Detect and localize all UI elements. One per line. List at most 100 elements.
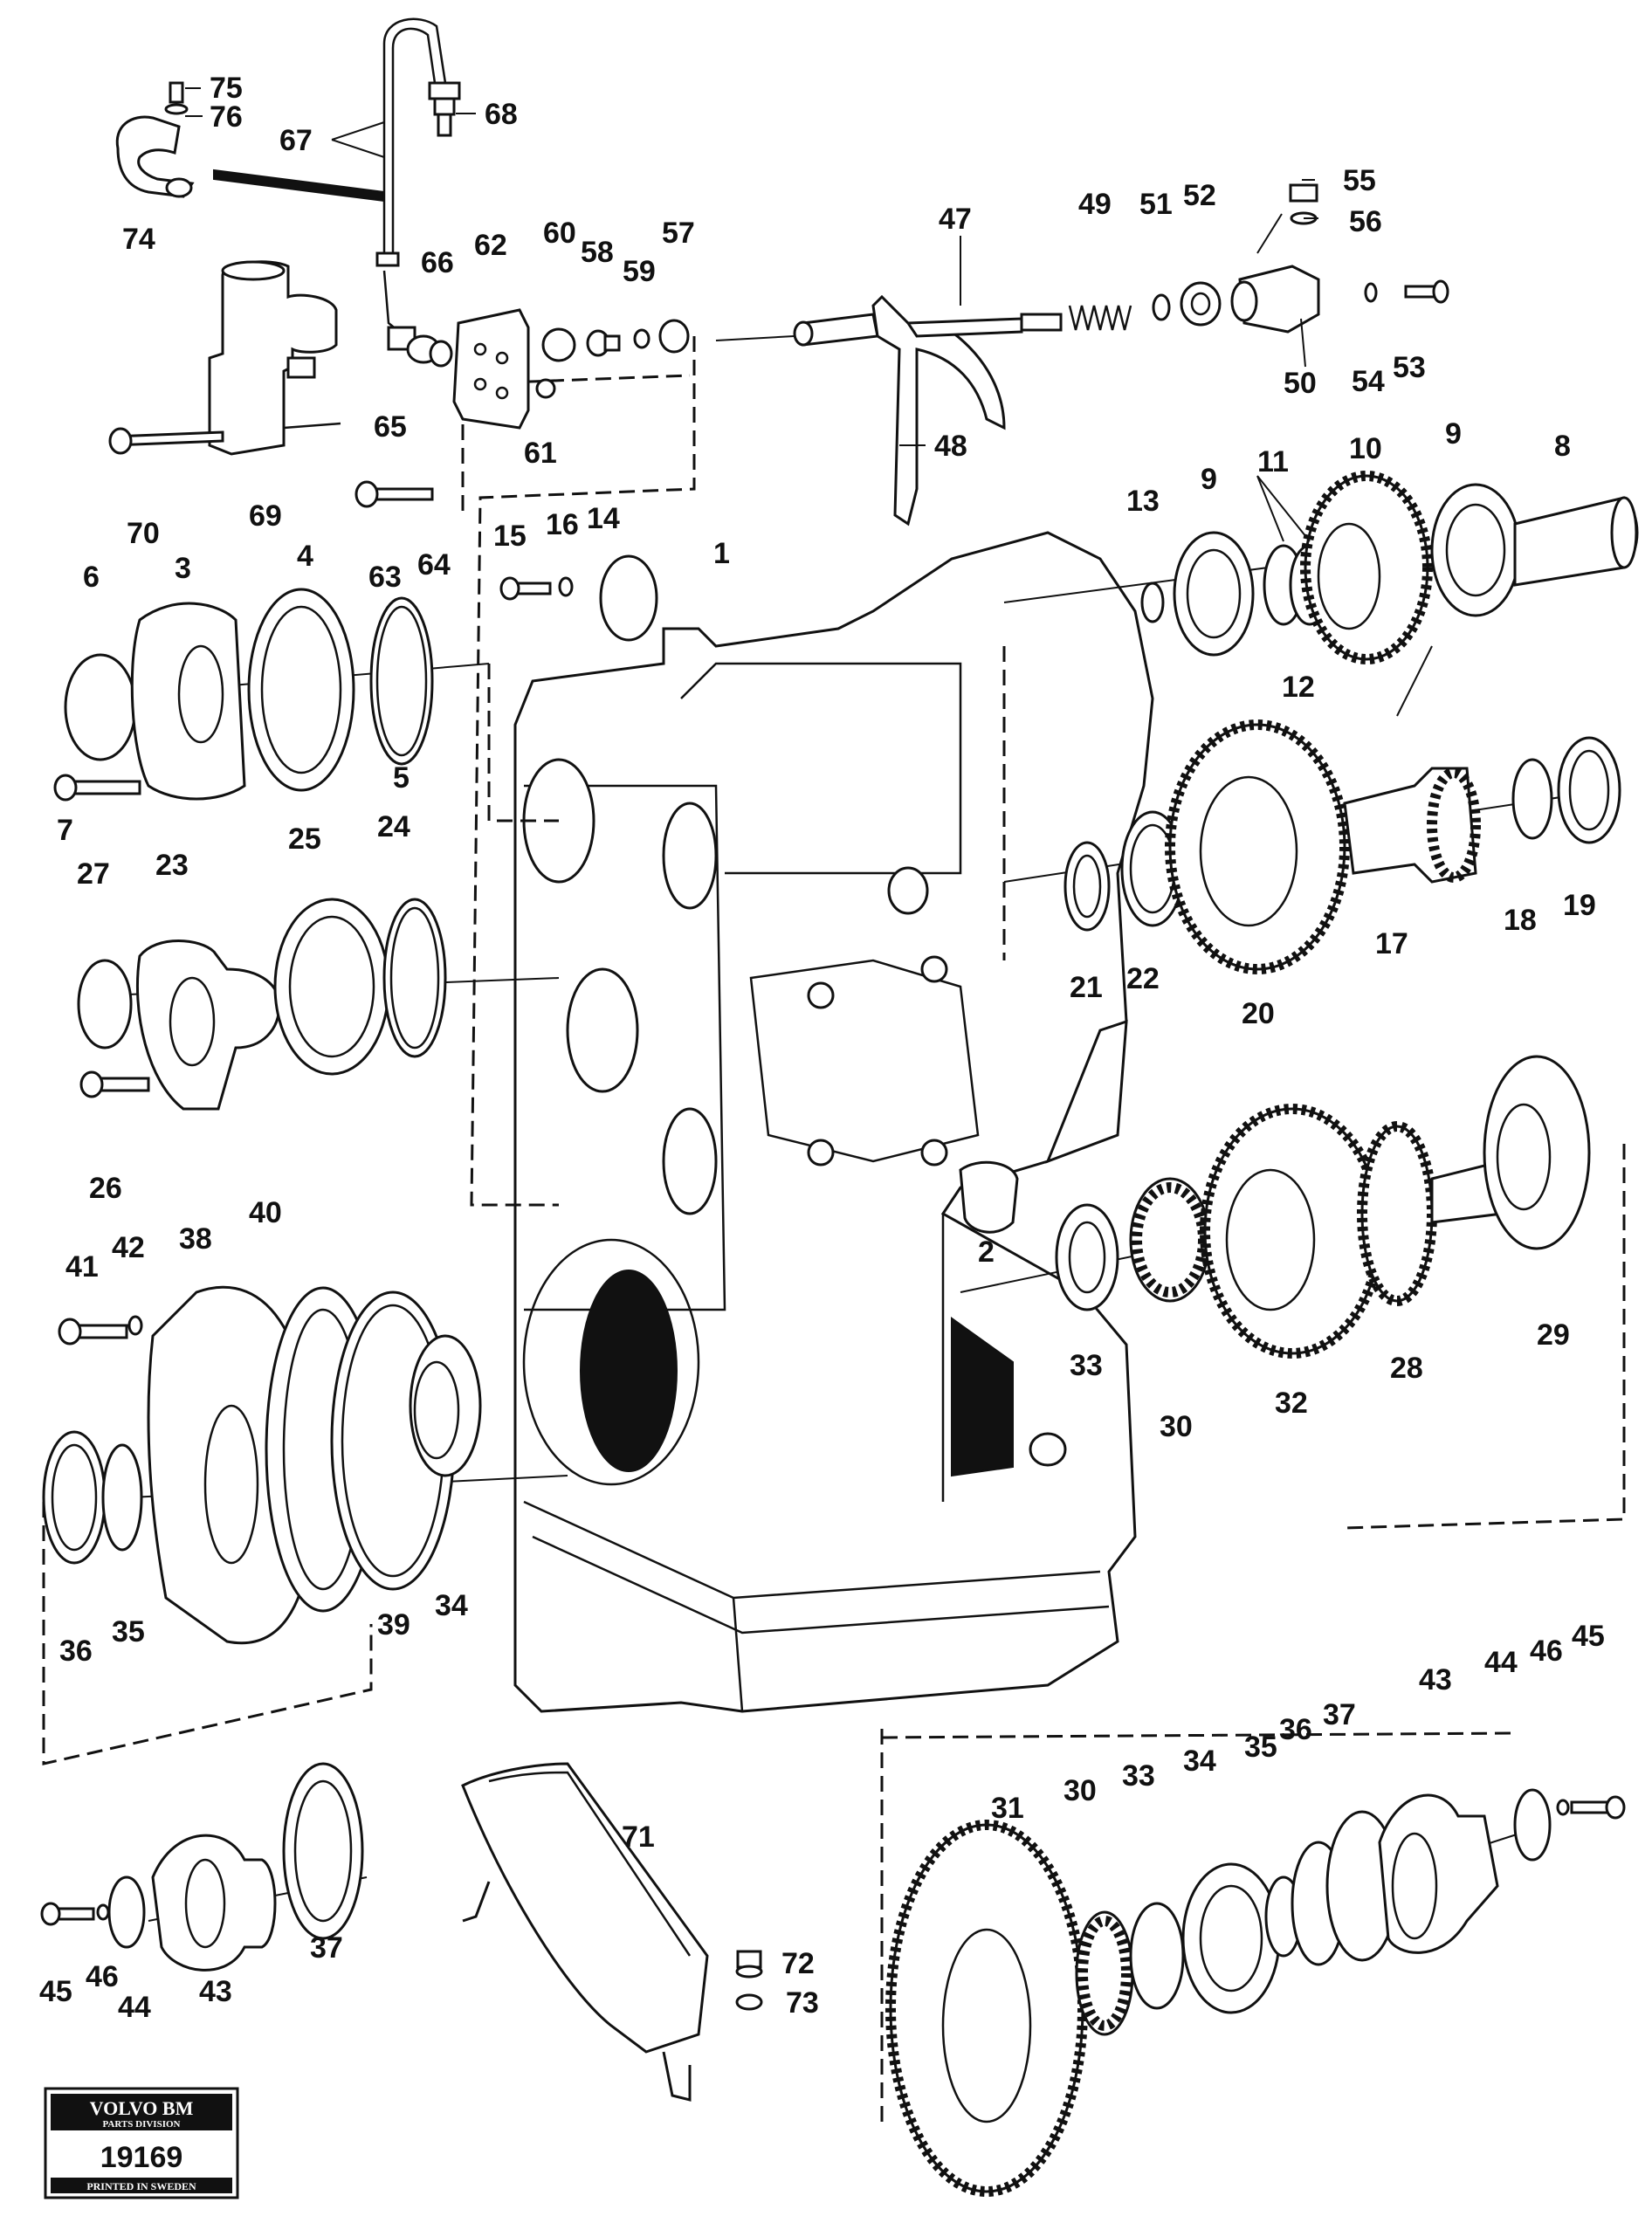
- callout-71: 71: [622, 1820, 655, 1854]
- callout-47: 47: [939, 203, 972, 236]
- cover-14-assembly: [499, 554, 658, 642]
- callout-67: 67: [279, 124, 313, 157]
- callout-35: 35: [112, 1615, 145, 1648]
- callout-59: 59: [623, 255, 656, 288]
- cover-3-assembly: [53, 588, 434, 802]
- callout-34b: 34: [1183, 1745, 1216, 1778]
- callout-57: 57: [662, 217, 695, 250]
- callout-10: 10: [1349, 432, 1382, 465]
- callout-44: 44: [118, 1991, 151, 2024]
- callout-43: 43: [199, 1975, 232, 2008]
- callout-2: 2: [978, 1235, 995, 1269]
- shaft-gear-10-assembly: [1140, 471, 1639, 664]
- callout-74: 74: [122, 223, 155, 256]
- callout-37: 37: [310, 1931, 343, 1965]
- callout-44b: 44: [1484, 1646, 1518, 1679]
- stamp-brand: VOLVO BM: [90, 2097, 194, 2119]
- gearbox-housing: [513, 531, 1154, 1713]
- callout-45b: 45: [1572, 1620, 1605, 1653]
- stamp-number: 19169: [100, 2141, 183, 2174]
- callout-38: 38: [179, 1222, 212, 1256]
- selector-rod-and-fork: [793, 183, 1449, 526]
- callout-73: 73: [786, 1986, 819, 2020]
- parts-stamp: VOLVO BM PARTS DIVISION 19169 PRINTED IN…: [44, 2087, 239, 2199]
- callout-54: 54: [1352, 365, 1385, 398]
- callout-41: 41: [65, 1250, 99, 1284]
- callout-21: 21: [1070, 971, 1103, 1004]
- callout-30: 30: [1160, 1410, 1193, 1443]
- callout-61: 61: [524, 437, 557, 470]
- callout-3: 3: [175, 552, 191, 585]
- cover-38-assembly: [42, 1285, 482, 1645]
- callout-46: 46: [86, 1960, 119, 1993]
- callout-16: 16: [546, 508, 579, 541]
- shaft-gear-20-assembly: [1063, 719, 1621, 974]
- callout-29: 29: [1537, 1318, 1570, 1352]
- leader-lines: [185, 87, 1433, 717]
- callout-43b: 43: [1419, 1663, 1452, 1696]
- callout-9b: 9: [1445, 417, 1462, 451]
- callout-65: 65: [374, 410, 407, 444]
- stamp-division: PARTS DIVISION: [103, 2119, 181, 2130]
- callout-69: 69: [249, 499, 282, 533]
- callout-25: 25: [288, 822, 321, 856]
- callout-19: 19: [1563, 889, 1596, 922]
- callout-36: 36: [59, 1635, 93, 1668]
- callout-34: 34: [435, 1589, 468, 1622]
- shaft-gear-32-assembly: [959, 1055, 1591, 1359]
- callout-37b: 37: [1323, 1698, 1356, 1731]
- callout-50: 50: [1284, 367, 1317, 400]
- callout-42: 42: [112, 1231, 145, 1264]
- clamp-assembly: [115, 81, 385, 203]
- callout-32: 32: [1275, 1387, 1308, 1420]
- callout-22: 22: [1126, 962, 1160, 995]
- callout-55: 55: [1343, 164, 1376, 197]
- callout-13: 13: [1126, 485, 1160, 518]
- stamp-printed: PRINTED IN SWEDEN: [86, 2180, 196, 2192]
- callout-labels: 75 76 74 67 68 66 62 60 58 59 57 65 61 7…: [39, 72, 1605, 2024]
- callout-5: 5: [393, 761, 410, 795]
- guard-71-assembly: [461, 1762, 763, 2102]
- callout-58: 58: [581, 236, 614, 269]
- callout-8: 8: [1554, 430, 1571, 463]
- callout-68: 68: [485, 98, 518, 131]
- callout-52: 52: [1183, 179, 1216, 212]
- callout-70: 70: [127, 517, 160, 550]
- callout-27: 27: [77, 857, 110, 891]
- callout-14: 14: [587, 502, 620, 535]
- callout-46b: 46: [1530, 1635, 1563, 1668]
- callout-48: 48: [934, 430, 967, 463]
- callout-56: 56: [1349, 205, 1382, 238]
- callout-64: 64: [417, 548, 451, 582]
- solenoid-valve-69: [108, 260, 341, 456]
- callout-15: 15: [493, 520, 527, 553]
- fitting-68: [428, 81, 461, 137]
- callout-9: 9: [1201, 463, 1217, 496]
- callout-60: 60: [543, 217, 576, 250]
- callout-49: 49: [1078, 188, 1112, 221]
- callout-7: 7: [57, 814, 73, 847]
- gear-31-assembly: [885, 1788, 1626, 2197]
- callout-28: 28: [1390, 1352, 1423, 1385]
- callout-76: 76: [210, 100, 243, 134]
- pipe-67: [375, 17, 447, 341]
- callout-31: 31: [991, 1792, 1024, 1825]
- callout-26: 26: [89, 1172, 122, 1205]
- callout-6: 6: [83, 561, 100, 594]
- callout-40: 40: [249, 1196, 282, 1229]
- callout-51: 51: [1139, 188, 1173, 221]
- callout-39: 39: [377, 1608, 410, 1641]
- callout-23: 23: [155, 849, 189, 882]
- callout-35b: 35: [1244, 1731, 1277, 1764]
- callout-36b: 36: [1279, 1713, 1312, 1746]
- callout-1: 1: [713, 537, 730, 570]
- callout-12: 12: [1282, 671, 1315, 704]
- callout-53: 53: [1393, 351, 1426, 384]
- callout-17: 17: [1375, 927, 1408, 960]
- callout-11: 11: [1257, 445, 1289, 478]
- callout-18: 18: [1504, 904, 1537, 937]
- spring-49: [1068, 305, 1132, 331]
- callout-4: 4: [297, 540, 313, 573]
- cover-23-assembly: [77, 898, 447, 1111]
